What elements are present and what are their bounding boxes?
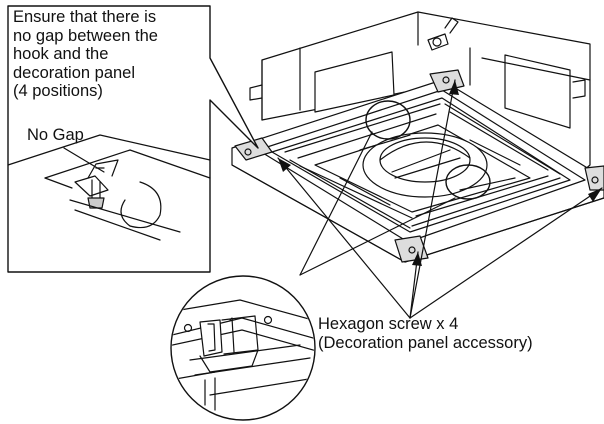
callout-line-3: hook and the (13, 45, 109, 64)
hook-highlight-circle (365, 100, 411, 140)
hexagon-screw-label: Hexagon screw x 4 (Decoration panel acce… (318, 315, 533, 352)
detail-leader (299, 131, 373, 276)
callout-note: Ensure that there is no gap between the … (13, 8, 158, 101)
screw-arrowheads (278, 80, 602, 266)
screw-label-line-1: Hexagon screw x 4 (318, 315, 459, 333)
callout-line-1: Ensure that there is (13, 8, 157, 26)
detail-leader (299, 197, 456, 276)
decoration-panel (231, 69, 604, 263)
callout-box (7, 5, 259, 273)
screw-leaders (277, 79, 603, 319)
hook-highlight-circle (445, 164, 491, 200)
unit-body (249, 11, 591, 179)
callout-line-4: decoration panel (13, 63, 136, 82)
callout-line-2: no gap between the (13, 26, 158, 45)
callout-line-5: (4 positions) (13, 82, 103, 101)
detail-circle (170, 275, 316, 421)
screw-label-line-2: (Decoration panel accessory) (318, 333, 533, 352)
no-gap-label: No Gap (27, 126, 84, 144)
